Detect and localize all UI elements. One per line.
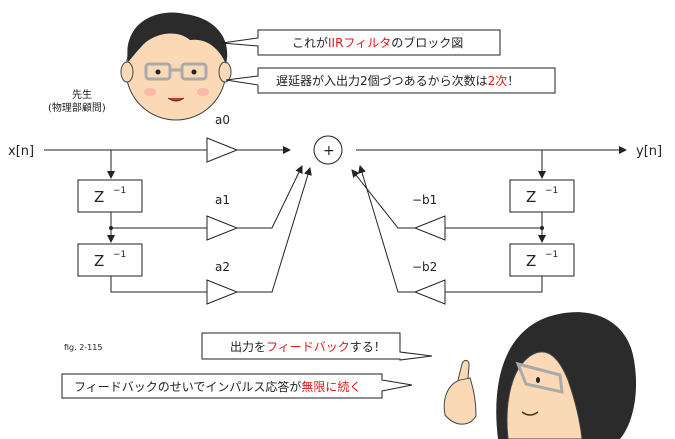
right-delay-1-exp: −1 [545,186,558,196]
sum-symbol: + [323,143,335,159]
gain-a0-label: a0 [215,113,230,127]
left-delay-1-exp: −1 [113,186,126,196]
bubble-3-text: 出力をフィードバックする！ [230,340,386,354]
bubble-highlight: フィードバック [266,340,350,354]
speech-bubble-3: 出力をフィードバックする！ [201,332,433,361]
right-delay-2-exp: −1 [545,250,558,260]
a2-to-sum-arrow [237,167,312,293]
gain-a2-triangle [206,279,239,305]
bubble-segment: する！ [350,340,386,354]
a2-feed-line [110,276,207,293]
bubble-segment: 遅延器が入出力2個づつあるから次数は [276,73,488,88]
b2-to-sum-arrow [358,165,415,293]
left-delay-1 [77,179,143,213]
bubble-segment: のブロック図 [391,35,463,50]
right-delay-2 [509,243,575,277]
left-delay-1-z: Z [94,188,104,206]
gain-a1-triangle [206,215,239,241]
gain-b2-triangle [413,279,446,305]
gain-b1-label: −b1 [412,193,437,207]
gain-a2-label: a2 [215,260,230,274]
sum-node [313,135,343,165]
gain-b2-label: −b2 [412,260,437,274]
gain-a0-triangle [206,137,239,163]
right-delay-2-z: Z [526,252,536,270]
gain-b1-triangle [413,215,446,241]
speech-bubble-4: フィードバックのせいでインパルス応答が無限に続く [61,373,413,399]
left-delay-2-z: Z [94,252,104,270]
teacher-illustration [120,12,232,121]
right-delay-1-z: Z [526,188,536,206]
figure-caption: fig. 2-115 [64,343,102,352]
speech-bubble-2: 遅延器が入出力2個づつあるから次数は2次！ [225,67,556,94]
bubble-1-text: これがIIRフィルタのブロック図 [292,35,463,50]
left-delay-2-exp: −1 [113,250,126,260]
bubble-2-text: 遅延器が入出力2個づつあるから次数は2次！ [276,73,519,88]
student-illustration [443,312,637,439]
bubble-segment: これが [292,35,328,50]
teacher-role: (物理部顧問) [48,101,106,114]
b1-to-sum-arrow [351,169,415,229]
bubble-4-text: フィードバックのせいでインパルス応答が無限に続く [74,379,361,394]
bubble-segment: ！ [507,74,519,88]
gain-a1-label: a1 [215,193,230,207]
bubble-segment: フィードバックのせいでインパルス応答が [74,379,301,394]
b2-feed-line [445,276,543,293]
bubble-segment: 出力を [230,340,266,354]
bubble-highlight: 無限に続く [301,379,361,394]
bubble-highlight: 2次 [488,74,508,88]
teacher-label: 先生 [72,88,92,101]
bubble-highlight: IIRフィルタ [328,36,391,50]
a1-to-sum-arrow [237,165,303,229]
left-delay-2 [77,243,143,277]
right-delay-1 [509,179,575,213]
input-label: x[n] [8,144,34,159]
speech-bubble-1: これがIIRフィルタのブロック図 [221,29,501,56]
output-label: y[n] [636,144,662,159]
